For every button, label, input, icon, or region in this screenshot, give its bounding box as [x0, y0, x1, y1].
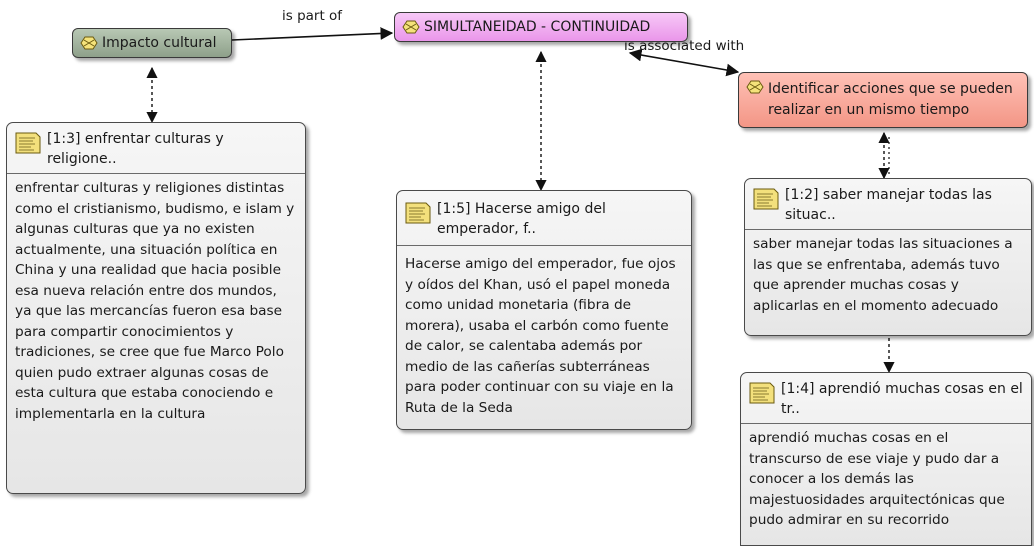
- code-node-simultaneidad-continuidad[interactable]: SIMULTANEIDAD - CONTINUIDAD: [394, 12, 688, 42]
- quote-title: [1:5] Hacerse amigo del emperador, f..: [437, 201, 606, 237]
- quote-title: [1:3] enfrentar culturas y religione..: [47, 131, 224, 167]
- quote-header: [1:5] Hacerse amigo del emperador, f..: [397, 191, 691, 246]
- code-label: Identificar acciones que se pueden reali…: [768, 81, 1013, 118]
- code-icon: [746, 80, 764, 94]
- quote-node-1-4[interactable]: [1:4] aprendió muchas cosas en el tr.. a…: [740, 372, 1032, 546]
- quotation-icon: [753, 188, 779, 210]
- quote-header: [1:4] aprendió muchas cosas en el tr..: [741, 373, 1031, 424]
- quotation-icon: [749, 382, 775, 404]
- quote-node-1-5[interactable]: [1:5] Hacerse amigo del emperador, f.. H…: [396, 190, 692, 430]
- quote-header: [1:3] enfrentar culturas y religione..: [7, 123, 305, 174]
- code-label: Impacto cultural: [102, 34, 217, 51]
- code-node-identificar-acciones[interactable]: Identificar acciones que se pueden reali…: [738, 72, 1028, 128]
- code-icon: [80, 36, 98, 50]
- quote-title: [1:4] aprendió muchas cosas en el tr..: [781, 381, 1023, 417]
- edge-label-is-associated-with: is associated with: [624, 38, 745, 54]
- quote-body: Hacerse amigo del emperador, fue ojos y …: [405, 256, 676, 416]
- edge-is-associated-with[interactable]: [628, 48, 740, 77]
- quote-body: aprendió muchas cosas en el transcurso d…: [749, 430, 1005, 528]
- code-node-impacto-cultural[interactable]: Impacto cultural: [72, 28, 232, 58]
- quote-title: [1:2] saber manejar todas las situac..: [785, 187, 992, 223]
- quote-body: saber manejar todas las situaciones a la…: [753, 236, 1013, 314]
- quote-node-1-3[interactable]: [1:3] enfrentar culturas y religione.. e…: [6, 122, 306, 494]
- edge-label-is-part-of: is part of: [282, 8, 343, 24]
- quotation-icon: [15, 132, 41, 154]
- code-label: SIMULTANEIDAD - CONTINUIDAD: [424, 18, 651, 35]
- quote-body: enfrentar culturas y religiones distinta…: [15, 180, 295, 422]
- quote-header: [1:2] saber manejar todas las situac..: [745, 179, 1031, 230]
- code-icon: [402, 20, 420, 34]
- edge-is-part-of[interactable]: [231, 27, 394, 41]
- quotation-icon: [405, 202, 431, 224]
- quote-node-1-2[interactable]: [1:2] saber manejar todas las situac.. s…: [744, 178, 1032, 336]
